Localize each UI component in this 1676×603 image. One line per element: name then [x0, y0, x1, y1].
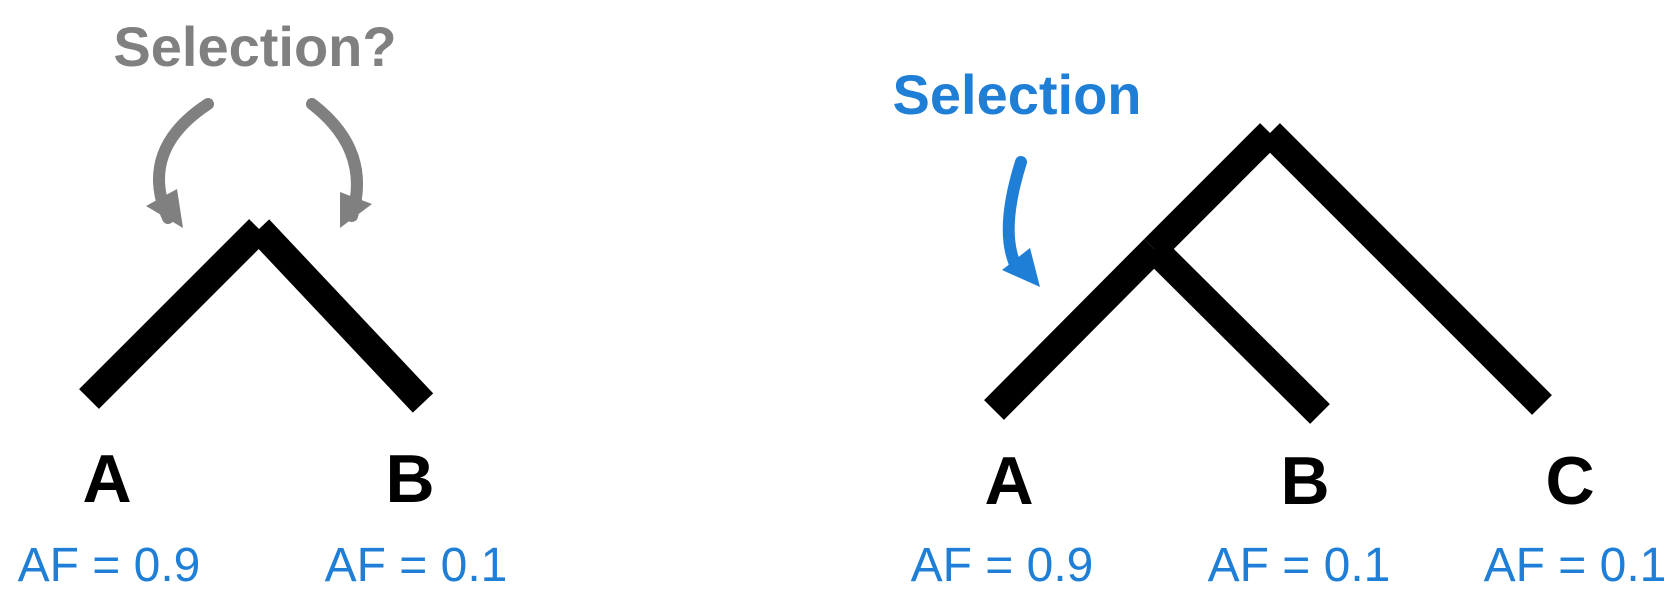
right-tip-c-label: C — [1545, 443, 1594, 519]
right-tip-a-label: A — [984, 443, 1033, 519]
left-tip-a-label: A — [82, 441, 131, 517]
right-tip-a-af: AF = 0.9 — [911, 539, 1094, 592]
right-tip-c-af: AF = 0.1 — [1484, 539, 1667, 592]
right-selection-arrow — [1002, 156, 1040, 287]
left-tip-b-af: AF = 0.1 — [325, 539, 508, 592]
right-tip-b-label: B — [1280, 443, 1329, 519]
left-tip-b-label: B — [385, 441, 434, 517]
left-selection-arrow-left — [146, 98, 214, 228]
left-branch-a — [79, 219, 269, 409]
right-tree: Selection A B C AF = 0.9 AF = 0.1 AF = 0… — [893, 63, 1667, 592]
left-selection-label: Selection? — [113, 15, 396, 78]
right-branch-root-to-ab — [1144, 123, 1280, 259]
right-tip-b-af: AF = 0.1 — [1208, 539, 1391, 592]
right-branch-c — [1260, 123, 1552, 415]
right-branch-a — [984, 239, 1164, 420]
right-selection-label: Selection — [893, 63, 1142, 126]
left-selection-arrow-right — [306, 98, 372, 228]
left-tip-a-af: AF = 0.9 — [18, 539, 201, 592]
left-tree: Selection? A B AF = 0.9 AF = 0.1 — [18, 15, 508, 592]
right-branch-b — [1144, 239, 1330, 424]
left-branch-b — [248, 219, 434, 413]
